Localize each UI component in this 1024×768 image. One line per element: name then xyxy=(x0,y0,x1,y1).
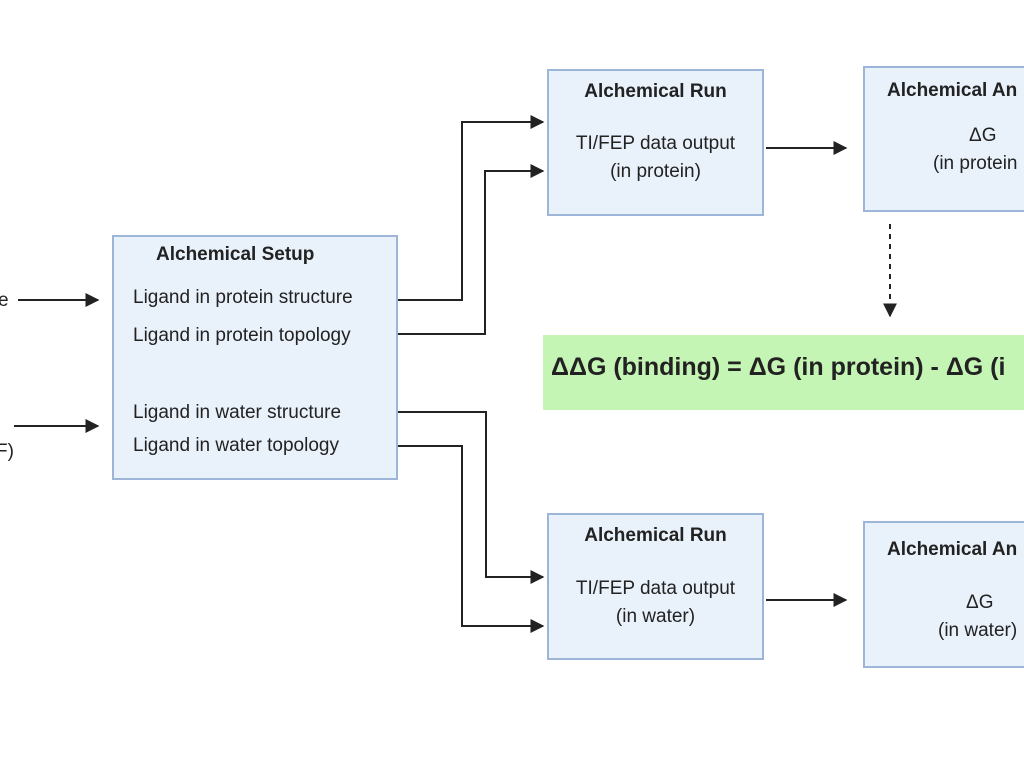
binding-free-energy-result: ΔΔG (binding) = ΔG (in protein) - ΔG (i xyxy=(543,335,1024,410)
setup-water-topology: Ligand in water topology xyxy=(133,435,339,456)
run-water-box: Alchemical Run TI/FEP data output (in wa… xyxy=(547,513,764,660)
analysis-water-delta-g: ΔG xyxy=(966,592,994,613)
run-protein-title: Alchemical Run xyxy=(584,81,727,102)
analysis-protein-title: Alchemical An xyxy=(887,80,1018,101)
setup-water-structure: Ligand in water structure xyxy=(133,402,342,423)
connector-protein-structure xyxy=(398,115,545,301)
run-water-output-label: TI/FEP data output xyxy=(575,578,736,599)
setup-protein-structure: Ligand in protein structure xyxy=(133,287,353,308)
analysis-water-title: Alchemical An xyxy=(887,539,1018,560)
run-water-title: Alchemical Run xyxy=(584,525,727,546)
connector-water-topology xyxy=(398,445,545,633)
analysis-protein-box: Alchemical An ΔG (in protein xyxy=(863,66,1024,212)
connector-protein-topology xyxy=(398,164,545,335)
setup-protein-topology: Ligand in protein topology xyxy=(133,325,351,346)
analysis-water-context: (in water) xyxy=(938,620,1018,641)
input-label-water-fragment-2: F) xyxy=(0,441,14,462)
binding-free-energy-equation: ΔΔG (binding) = ΔG (in protein) - ΔG (i xyxy=(551,353,1006,381)
setup-box: Alchemical Setup Ligand in protein struc… xyxy=(112,235,398,480)
analysis-water-box: Alchemical An ΔG (in water) xyxy=(863,521,1024,668)
run-protein-output-context: (in protein) xyxy=(610,161,701,182)
analysis-protein-delta-g: ΔG xyxy=(969,125,997,146)
run-protein-output-label: TI/FEP data output xyxy=(575,133,736,154)
run-protein-box: Alchemical Run TI/FEP data output (in pr… xyxy=(547,69,764,216)
input-label-protein-fragment: e xyxy=(0,290,9,311)
analysis-protein-context: (in protein xyxy=(933,153,1018,174)
setup-title: Alchemical Setup xyxy=(156,244,315,265)
run-water-output-context: (in water) xyxy=(615,606,696,627)
connector-water-structure xyxy=(398,411,545,584)
